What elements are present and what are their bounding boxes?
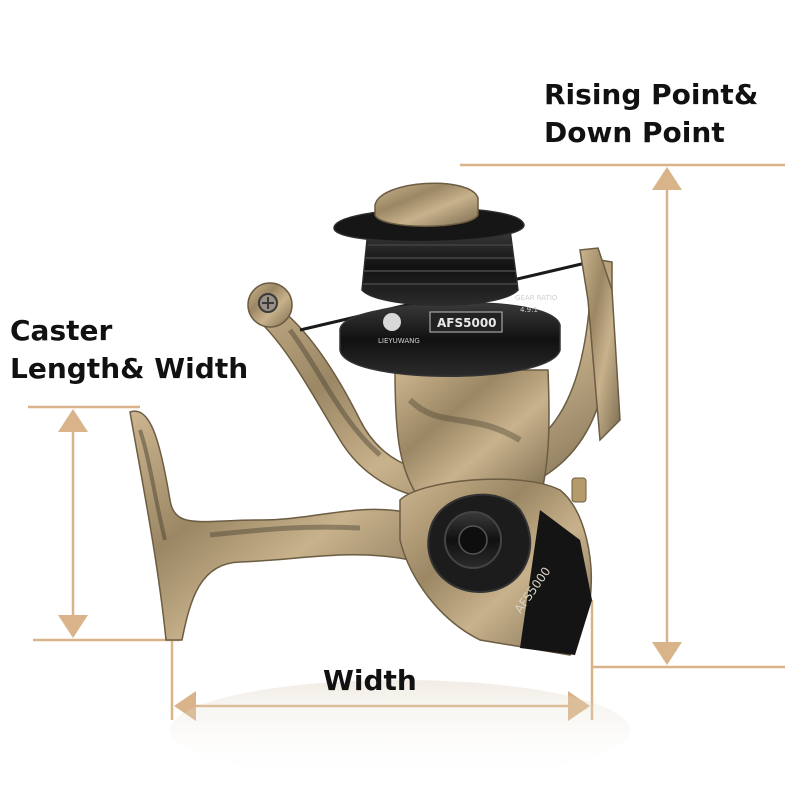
rising-down-point-label: Rising Point& Down Point	[544, 76, 758, 152]
caster-dimension	[28, 405, 180, 642]
fishing-reel: AFS5000 LIEYUWANG AFS5000 GEAR RATIO 4.9…	[129, 182, 621, 656]
gear-ratio-value: 4.9:1	[520, 306, 538, 314]
gear-ratio-label: GEAR RATIO	[515, 294, 558, 302]
handle-arm	[129, 410, 421, 641]
brand-logo	[383, 313, 401, 331]
spool-ring: LIEYUWANG AFS5000 GEAR RATIO 4.9:1	[339, 294, 561, 377]
caster-label-line2: Length& Width	[10, 352, 249, 385]
spool	[333, 182, 525, 306]
anti-reverse-switch	[571, 477, 587, 503]
rising-label-line2: Down Point	[544, 116, 725, 149]
caster-length-width-label: Caster Length& Width	[10, 312, 248, 388]
brand-text: LIEYUWANG	[378, 337, 420, 345]
gearbox-cover	[520, 510, 592, 655]
rising-dimension	[460, 163, 785, 669]
width-label-text: Width	[323, 664, 417, 697]
reel-reflection	[170, 680, 630, 780]
gear-cap	[427, 493, 532, 593]
rising-label-line1: Rising Point&	[544, 78, 759, 111]
caster-label-line1: Caster	[10, 314, 113, 347]
drag-knob	[374, 182, 479, 227]
width-label: Width	[323, 662, 417, 700]
model-text: AFS5000	[437, 316, 497, 330]
